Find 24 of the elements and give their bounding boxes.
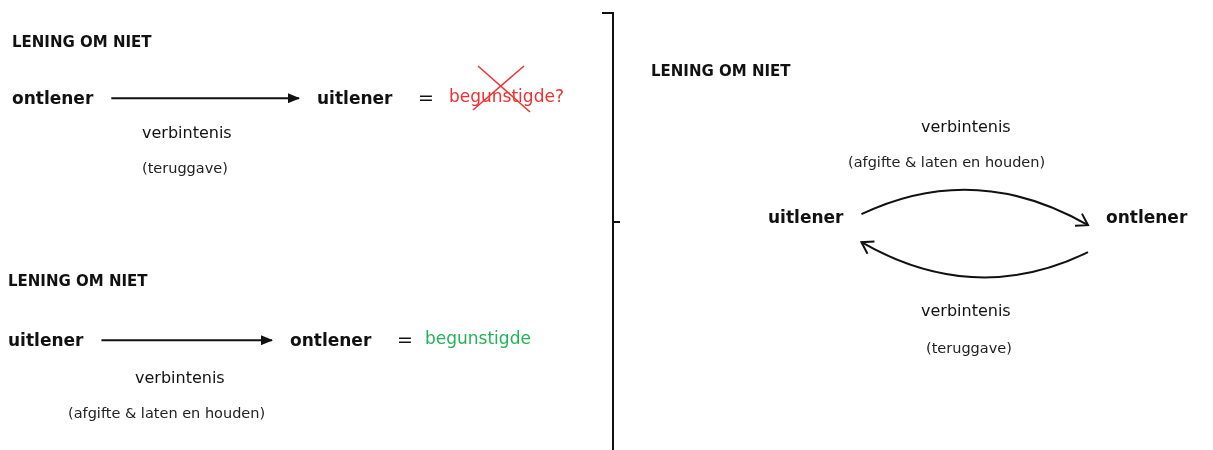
arrow — [860, 240, 1089, 279]
obligation-note: (afgifte & laten en houden) — [848, 154, 1046, 172]
role-text: begunstigde — [425, 328, 531, 349]
arrow — [860, 188, 1089, 228]
party-label: ontlener — [1088, 205, 1206, 230]
arrow — [100, 335, 273, 346]
edge-label: verbintenis — [921, 117, 1011, 137]
equals-sign: = — [397, 328, 413, 351]
equals-sign: = — [418, 86, 434, 109]
obligation-note: (teruggave) — [926, 340, 1012, 358]
party-label: uitlener — [750, 205, 862, 230]
party-label: ontlener — [272, 328, 390, 353]
party-label: ontlener — [0, 86, 112, 111]
obligation-note: (teruggave) — [142, 160, 228, 178]
edge-label: verbintenis — [142, 123, 232, 143]
section-title: LENING OM NIET — [651, 62, 791, 80]
obligation-note: (afgifte & laten en houden) — [68, 405, 266, 423]
party-label: uitlener — [299, 86, 411, 111]
edge-label: verbintenis — [135, 368, 225, 388]
section-title: LENING OM NIET — [12, 33, 152, 51]
edge-label: verbintenis — [921, 301, 1011, 321]
party-label: uitlener — [0, 328, 102, 353]
arrow — [110, 93, 300, 104]
section-title: LENING OM NIET — [8, 272, 148, 290]
